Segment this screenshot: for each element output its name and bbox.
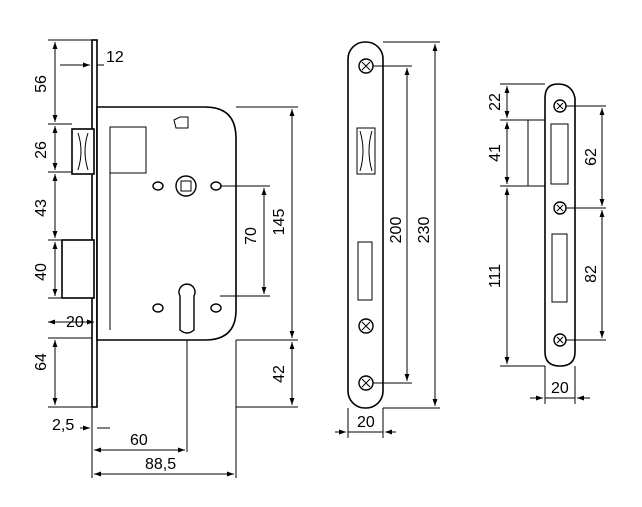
dim-label-42: 42 bbox=[271, 365, 288, 383]
faceplate-bolt-slot bbox=[357, 241, 373, 301]
latch-bolt bbox=[71, 128, 95, 175]
lock-body-view: 56 12 26 43 40 20 64 2,5 60 88,5 70 145 … bbox=[33, 39, 298, 478]
mount-hole-4 bbox=[210, 303, 222, 313]
screw-bottom-cross bbox=[361, 378, 371, 388]
mount-hole-1 bbox=[152, 181, 164, 191]
strike-screw-mid-cross bbox=[556, 204, 564, 212]
dim-label-2-5: 2,5 bbox=[52, 417, 74, 434]
bottom-extension-lines bbox=[91, 340, 237, 478]
strike-latch-opening bbox=[550, 123, 569, 185]
faceplate-bottom-extension bbox=[347, 408, 384, 438]
lock-tab-icon bbox=[173, 116, 189, 129]
lock-case bbox=[96, 106, 237, 341]
cylinder-keyhole bbox=[178, 283, 196, 334]
dim-label-20-strike: 20 bbox=[551, 380, 569, 397]
screw-top-cross bbox=[361, 61, 371, 71]
right-extension-lines bbox=[236, 106, 298, 408]
dim-label-12: 12 bbox=[106, 49, 124, 66]
spindle-hub bbox=[175, 175, 197, 197]
dim-label-41: 41 bbox=[487, 144, 504, 162]
strike-plate-outline bbox=[544, 83, 576, 367]
faceplate-view: 200 230 20 bbox=[335, 41, 440, 438]
faceplate-outline bbox=[347, 41, 384, 409]
dim-label-145: 145 bbox=[271, 209, 288, 236]
faceplate-extension-lines bbox=[373, 41, 440, 409]
dim-label-88-5: 88,5 bbox=[145, 456, 176, 473]
dim-label-70: 70 bbox=[243, 227, 260, 245]
dim-label-40: 40 bbox=[33, 263, 50, 281]
dim-label-20-deadbolt: 20 bbox=[66, 314, 84, 331]
dim-label-64: 64 bbox=[33, 353, 50, 371]
dim-label-230: 230 bbox=[416, 217, 433, 244]
strike-left-extension bbox=[500, 83, 545, 367]
strike-bolt-opening bbox=[551, 233, 568, 303]
strike-right-extension bbox=[566, 105, 606, 341]
left-extension-lines bbox=[48, 39, 92, 408]
spindle-square bbox=[180, 180, 192, 192]
dim-label-60: 60 bbox=[130, 432, 148, 449]
dim-label-111: 111 bbox=[487, 264, 504, 288]
strike-screw-bottom-cross bbox=[556, 336, 564, 344]
dim-label-43: 43 bbox=[33, 199, 50, 217]
dim-label-22: 22 bbox=[487, 93, 504, 111]
mount-hole-2 bbox=[210, 181, 222, 191]
screw-mid-cross bbox=[361, 321, 371, 331]
dim-label-62: 62 bbox=[583, 148, 600, 166]
latch-roller-curve bbox=[77, 132, 89, 171]
mount-hole-3 bbox=[152, 303, 164, 313]
deadbolt bbox=[61, 239, 95, 299]
dim-label-200: 200 bbox=[388, 217, 405, 244]
center-extension-lines bbox=[220, 185, 270, 297]
dim-label-82: 82 bbox=[583, 265, 600, 283]
dim-label-56: 56 bbox=[33, 75, 50, 93]
strike-plate-view: 22 41 111 62 82 20 bbox=[487, 83, 606, 404]
dim-label-20-faceplate: 20 bbox=[357, 414, 375, 431]
latch-housing bbox=[109, 126, 147, 174]
faceplate-latch-slot bbox=[356, 127, 376, 175]
strike-screw-top-cross bbox=[556, 102, 564, 110]
dim-label-26: 26 bbox=[33, 141, 50, 159]
faceplate-latch-curve bbox=[359, 130, 373, 172]
strike-lip bbox=[527, 119, 546, 187]
